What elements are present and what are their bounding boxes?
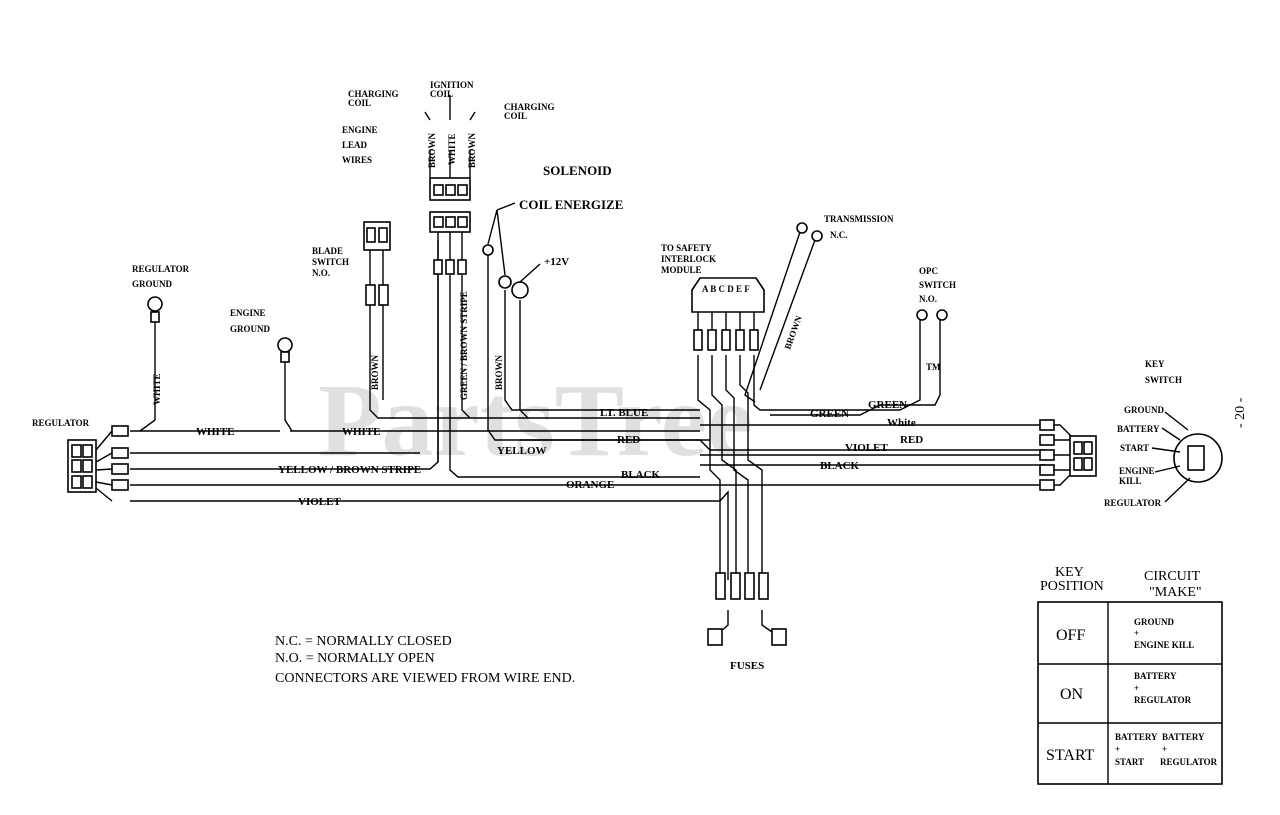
transmission-terminal-2 xyxy=(811,230,823,242)
page-number: - 20 - xyxy=(1233,397,1248,428)
wire-white-regulator-ground xyxy=(139,320,156,432)
wire-label-white-lead: WHITE xyxy=(447,133,457,165)
label-regulator: REGULATOR xyxy=(32,418,90,428)
watermark: PartsTree xyxy=(318,363,753,478)
note-connectors: CONNECTORS ARE VIEWED FROM WIRE END. xyxy=(275,671,575,686)
solenoid-terminals xyxy=(482,202,541,299)
wire-engine-lead-2 xyxy=(449,230,700,478)
wire-label-yellow: YELLOW xyxy=(497,445,547,457)
wire-interlock-b xyxy=(711,355,737,580)
wire-label-white-right: White xyxy=(887,417,916,429)
wire-label-brown-lead-1: BROWN xyxy=(427,132,437,168)
engine-ground-crimp xyxy=(280,351,290,363)
watermark-trademark: TM xyxy=(926,362,941,372)
label-coil-energize: COIL ENERGIZE xyxy=(519,197,623,212)
key-switch xyxy=(1151,411,1223,503)
label-ks-regulator: REGULATOR xyxy=(1104,498,1162,508)
wire-fuse-right xyxy=(761,610,773,633)
wire-label-black-mid: BLACK xyxy=(621,469,661,481)
opc-terminal-2 xyxy=(936,309,948,321)
table-row-start-make-left: BATTERY+START xyxy=(1115,732,1158,767)
wire-label-brown-lead-2: BROWN xyxy=(467,132,477,168)
wire-bundle xyxy=(130,230,1076,633)
wire-label-brown-blade: BROWN xyxy=(370,354,380,390)
regulator-connector xyxy=(67,425,129,502)
wire-label-white-regulator-ground: WHITE xyxy=(152,373,162,405)
table-row-on-position: ON xyxy=(1060,686,1084,703)
wire-label-green-brown-stripe: GREEN / BROWN STRIPE xyxy=(459,291,469,400)
engine-ground-terminal xyxy=(277,337,293,353)
table-row-off-position: OFF xyxy=(1056,627,1085,644)
wire-label-red-mid: RED xyxy=(617,434,640,446)
label-ks-battery: BATTERY xyxy=(1117,424,1160,434)
regulator-ground-terminal xyxy=(147,296,163,312)
table-row-start-make-right: BATTERY+REGULATOR xyxy=(1160,732,1218,767)
wire-interlock-a xyxy=(697,355,721,580)
wire-label-black-right: BLACK xyxy=(820,460,860,472)
wire-engine-lead-3 xyxy=(461,230,471,419)
wire-red-solenoid xyxy=(520,439,1045,451)
wire-label-violet-left: VIOLET xyxy=(298,496,341,508)
label-ks-start: START xyxy=(1120,443,1149,453)
blade-switch-connector xyxy=(363,221,391,306)
wire-transmission-1 xyxy=(744,231,801,403)
wire-plus-12v xyxy=(519,300,529,419)
label-solenoid: SOLENOID xyxy=(543,163,612,178)
wire-label-orange: ORANGE xyxy=(566,479,614,491)
regulator-ground-crimp xyxy=(150,311,160,323)
note-nc: N.C. = NORMALLY CLOSED xyxy=(275,634,452,649)
wire-label-red-right: RED xyxy=(900,434,923,446)
note-no: N.O. = NORMALLY OPEN xyxy=(275,651,435,666)
wire-white-engine-ground xyxy=(284,360,293,432)
wire-label-violet-right: VIOLET xyxy=(845,442,888,454)
opc-terminal-1 xyxy=(916,309,928,321)
table-row-on-make: BATTERY+REGULATOR xyxy=(1134,671,1192,705)
fuse-holder xyxy=(707,572,787,646)
engine-lead-connector xyxy=(424,95,476,275)
wire-interlock-e xyxy=(753,320,921,411)
transmission-terminal-1 xyxy=(796,222,808,234)
label-fuses: FUSES xyxy=(730,660,764,672)
wire-green-opc xyxy=(770,320,941,416)
key-switch-connector xyxy=(1039,419,1097,491)
wire-brown-solenoid xyxy=(504,290,700,411)
wire-label-yellow-brown-stripe: YELLOW / BROWN STRIPE xyxy=(278,464,421,476)
wire-label-white-left: WHITE xyxy=(196,426,235,438)
wire-violet-left xyxy=(130,490,729,580)
table-row-off-make: GROUND+ENGINE KILL xyxy=(1134,617,1194,650)
wire-label-green-opc: GREEN xyxy=(868,399,907,411)
label-plus-12v: +12V xyxy=(544,256,569,268)
label-interlock-pins: A B C D E F xyxy=(702,284,750,294)
safety-interlock-module xyxy=(691,277,765,351)
wire-interlock-d xyxy=(739,355,763,580)
wire-label-brown-solenoid: BROWN xyxy=(494,354,504,390)
wire-label-green-right: GREEN xyxy=(810,408,849,420)
wire-brown-blade-1 xyxy=(369,250,700,419)
wire-transmission-2 xyxy=(759,239,816,391)
wire-interlock-c xyxy=(725,355,749,580)
table-header-circuit-make: CIRCUIT"MAKE" xyxy=(1144,569,1202,600)
wire-label-white-mid: WHITE xyxy=(342,426,381,438)
table-row-start-position: START xyxy=(1046,747,1095,764)
label-ks-ground: GROUND xyxy=(1124,405,1164,415)
wire-label-lt-blue: LT. BLUE xyxy=(600,407,648,419)
